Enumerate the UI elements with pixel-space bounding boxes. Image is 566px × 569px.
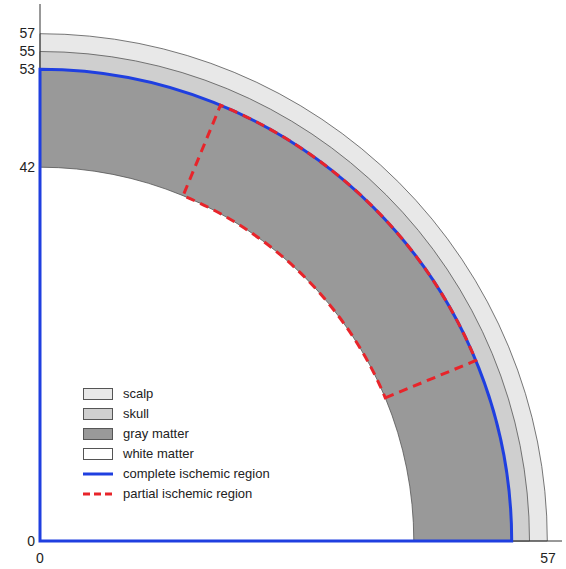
- axis-tick-label: 0: [27, 533, 35, 549]
- legend-line: [83, 493, 113, 496]
- complete-ischemic-outline: [40, 69, 512, 541]
- legend-swatch: [83, 388, 113, 400]
- legend-entry: skull: [83, 406, 343, 422]
- white-matter-layer: [40, 167, 414, 541]
- legend-swatch: [83, 448, 113, 460]
- gray-matter-layer: [40, 69, 512, 541]
- partial-ischemic-outline: [183, 105, 476, 398]
- axis-tick-label: 57: [540, 550, 556, 566]
- legend-text: gray matter: [123, 426, 189, 442]
- legend-entry: partial ischemic region: [83, 486, 343, 502]
- axis-tick-label: 55: [19, 43, 35, 59]
- scalp-layer: [40, 34, 547, 541]
- legend-line-sample: [83, 466, 113, 482]
- legend-swatch: [83, 428, 113, 440]
- legend-entry: complete ischemic region: [83, 466, 343, 482]
- legend-line: [83, 473, 113, 476]
- legend-entry: white matter: [83, 446, 343, 462]
- axis-tick-label: 42: [19, 159, 35, 175]
- legend-entry: gray matter: [83, 426, 343, 442]
- legend-text: skull: [123, 406, 149, 422]
- legend-entry: scalp: [83, 386, 343, 402]
- axis-tick-label: 0: [36, 550, 44, 566]
- axis-tick-label: 57: [19, 25, 35, 41]
- legend-text: complete ischemic region: [123, 466, 270, 482]
- axis-tick-label: 53: [19, 61, 35, 77]
- legend-text: white matter: [123, 446, 194, 462]
- legend-text: scalp: [123, 386, 153, 402]
- legend-swatch: [83, 408, 113, 420]
- skull-layer: [40, 52, 530, 542]
- legend-text: partial ischemic region: [123, 486, 252, 502]
- legend-line-sample: [83, 486, 113, 502]
